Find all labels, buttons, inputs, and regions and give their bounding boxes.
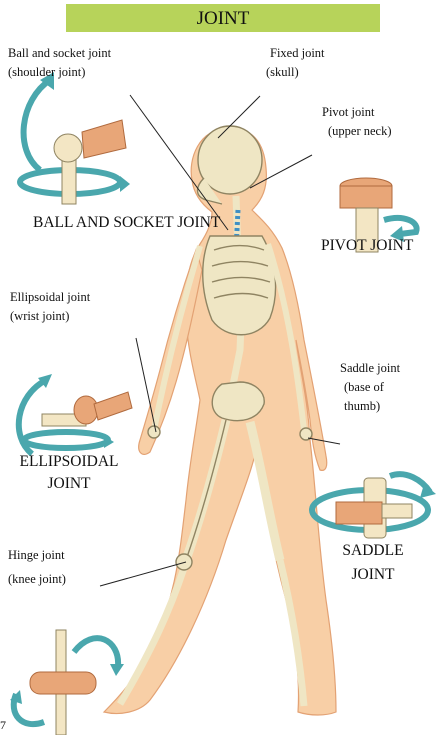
page-number: 7 (0, 716, 6, 735)
ellipsoidal-caption: ELLIPSOIDAL JOINT (10, 452, 128, 494)
ellipsoidal-caption-line1: ELLIPSOIDAL (10, 452, 128, 472)
saddle-joint-line3: thumb) (340, 397, 400, 416)
ball-socket-model (20, 72, 130, 204)
pivot-caption: PIVOT JOINT (321, 236, 413, 256)
fixed-joint-label: Fixed joint (skull) (266, 44, 325, 82)
ball-socket-example: (shoulder joint) (8, 63, 111, 82)
pivot-joint-label: Pivot joint (upper neck) (322, 103, 392, 141)
ellipsoidal-joint-name: Ellipsoidal joint (10, 288, 90, 307)
hinge-joint-name: Hinge joint (8, 543, 66, 567)
ball-socket-name: Ball and socket joint (8, 44, 111, 63)
ellipsoidal-caption-line2: JOINT (10, 474, 128, 494)
hinge-joint-example: (knee joint) (8, 567, 66, 591)
ball-socket-caption: BALL AND SOCKET JOINT (33, 213, 220, 233)
saddle-caption-line1: SADDLE (332, 541, 414, 561)
fixed-joint-example: (skull) (266, 63, 325, 82)
saddle-joint-label: Saddle joint (base of thumb) (340, 359, 400, 416)
fixed-joint-name: Fixed joint (266, 44, 325, 63)
saddle-caption-line2: JOINT (332, 565, 414, 585)
saddle-model (312, 474, 436, 538)
pivot-joint-name: Pivot joint (322, 103, 392, 122)
ellipsoidal-model (19, 374, 132, 454)
saddle-joint-line2: (base of (340, 378, 400, 397)
pivot-joint-example: (upper neck) (322, 122, 392, 141)
saddle-joint-name: Saddle joint (340, 359, 400, 378)
saddle-caption: SADDLE JOINT (332, 541, 414, 585)
ellipsoidal-joint-label: Ellipsoidal joint (wrist joint) (10, 288, 90, 326)
hinge-model (10, 630, 124, 735)
hinge-joint-label: Hinge joint (knee joint) (8, 543, 66, 591)
ball-socket-label: Ball and socket joint (shoulder joint) (8, 44, 111, 82)
ellipsoidal-joint-example: (wrist joint) (10, 307, 90, 326)
